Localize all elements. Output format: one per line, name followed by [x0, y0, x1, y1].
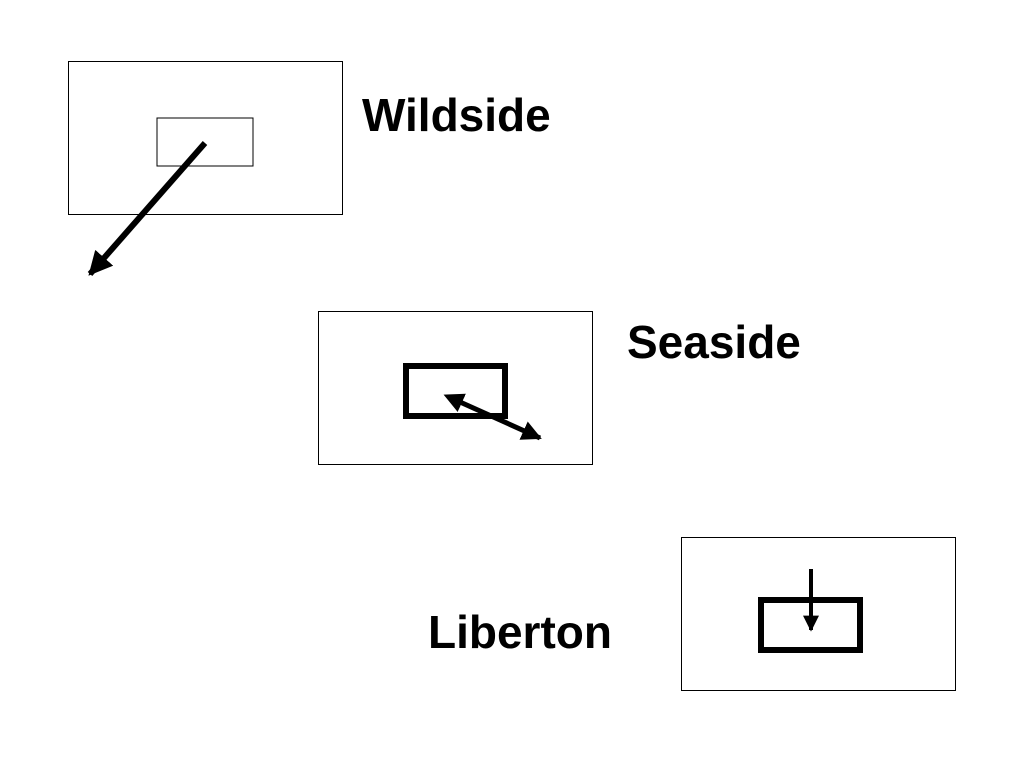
liberton-panel: [681, 537, 956, 691]
seaside-label: Seaside: [627, 316, 801, 368]
wildside-panel: [68, 61, 343, 215]
seaside-panel: [318, 311, 593, 465]
wildside-label: Wildside: [362, 89, 551, 141]
liberton-label: Liberton: [428, 606, 612, 658]
